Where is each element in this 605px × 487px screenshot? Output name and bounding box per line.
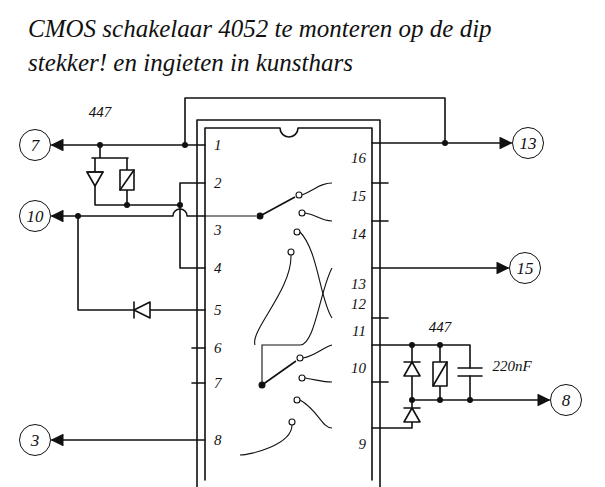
terminal-number: 8 — [562, 392, 571, 409]
wire-pin5 — [150, 309, 205, 311]
switch-contact — [296, 192, 302, 198]
junction-dot — [124, 202, 130, 208]
capacitor-symbol — [458, 368, 482, 376]
component-value: 447 — [89, 105, 112, 120]
wire-pin8 — [52, 439, 205, 441]
terminal-number: 7 — [31, 137, 40, 154]
diode-symbol — [134, 302, 150, 318]
switch-wire — [303, 345, 332, 358]
relay-symbol — [120, 170, 134, 190]
pin-number: 16 — [351, 151, 366, 166]
terminal-number: 13 — [520, 135, 537, 152]
pin-number: 12 — [351, 297, 366, 312]
terminal-number: 15 — [517, 260, 534, 277]
pin15-stub — [372, 182, 388, 184]
pin-number: 11 — [352, 324, 366, 339]
pin14-stub — [372, 220, 388, 222]
wire-loop — [185, 98, 445, 145]
pin-number: 13 — [351, 277, 366, 292]
capacitor-lead — [469, 376, 471, 400]
switch-contact — [288, 249, 294, 255]
terminal-circle: 8 — [550, 384, 582, 416]
junction-dot — [75, 213, 81, 219]
terminal-number: 3 — [31, 432, 40, 449]
terminal-circle: 10 — [19, 200, 51, 232]
junction-dot — [442, 140, 448, 146]
pin-number: 3 — [214, 223, 222, 238]
pin6-stub — [192, 347, 205, 349]
terminal-circle: 15 — [509, 252, 541, 284]
junction-dot — [97, 142, 103, 148]
terminal-number: 10 — [27, 208, 44, 225]
pin12-stub — [372, 317, 388, 319]
switch-contact — [299, 375, 305, 381]
switch-lever — [260, 197, 295, 216]
pin-number: 10 — [351, 361, 366, 376]
pin10-stub — [372, 381, 388, 383]
switch-wire — [255, 255, 291, 345]
title-note: CMOS schakelaar 4052 te monteren op de d… — [28, 12, 498, 80]
pin-number: 9 — [359, 437, 367, 452]
component-value: 447 — [429, 320, 452, 335]
pin-number: 1 — [214, 138, 222, 153]
wire-pin16 — [372, 142, 511, 144]
junction-dot — [177, 202, 183, 208]
switch-wire — [240, 425, 292, 455]
pin-number: 8 — [214, 433, 222, 448]
switch-wire — [305, 378, 332, 382]
switch-common — [262, 268, 332, 385]
switch-wire — [305, 213, 332, 221]
pin-number: 4 — [214, 261, 222, 276]
switch-wire — [300, 232, 332, 318]
junction-dot — [467, 397, 473, 403]
pin-number: 6 — [214, 341, 222, 356]
relay-wires — [92, 145, 180, 205]
switch-common — [205, 215, 256, 216]
switch-contact — [294, 229, 300, 235]
pin-number: 14 — [351, 227, 366, 242]
pin-number: 7 — [214, 376, 222, 391]
wire-diode — [78, 216, 134, 310]
junction-dot — [437, 397, 443, 403]
junction-dot — [437, 342, 443, 348]
junction-dot — [409, 342, 415, 348]
relay-symbol — [433, 362, 447, 386]
pin-number: 15 — [351, 189, 366, 204]
junction-dot — [182, 142, 188, 148]
pin7-stub — [192, 382, 205, 384]
wire-pin11 — [372, 345, 470, 368]
switch-contact — [289, 419, 295, 425]
terminal-circle: 13 — [512, 127, 544, 159]
switch-lever — [262, 361, 296, 385]
relay-coil-mark — [120, 170, 134, 190]
terminal-circle: 7 — [19, 129, 51, 161]
switch-contact — [297, 355, 303, 361]
diode-bar — [87, 171, 103, 173]
switch-wire — [302, 183, 332, 195]
wire-pin13 — [372, 267, 508, 269]
switch-contact — [299, 210, 305, 216]
diode-symbol — [87, 172, 103, 186]
wire-to-8 — [412, 399, 549, 401]
switch-wire — [300, 400, 332, 428]
pin-number: 2 — [214, 176, 222, 191]
component-value: 220nF — [492, 359, 531, 374]
wire-pin9 — [372, 345, 412, 428]
junction-dot — [409, 397, 415, 403]
wire-pin2-pin4 — [180, 183, 205, 268]
pin-number: 5 — [214, 303, 222, 318]
diode-symbol — [404, 408, 420, 422]
terminal-circle: 3 — [19, 424, 51, 456]
switch-contact — [294, 397, 300, 403]
relay-coil-mark — [433, 362, 447, 386]
wire-pin3 — [52, 209, 205, 216]
socket-outline — [197, 120, 380, 487]
diode-symbol — [404, 362, 420, 376]
chip-outline — [205, 128, 372, 480]
